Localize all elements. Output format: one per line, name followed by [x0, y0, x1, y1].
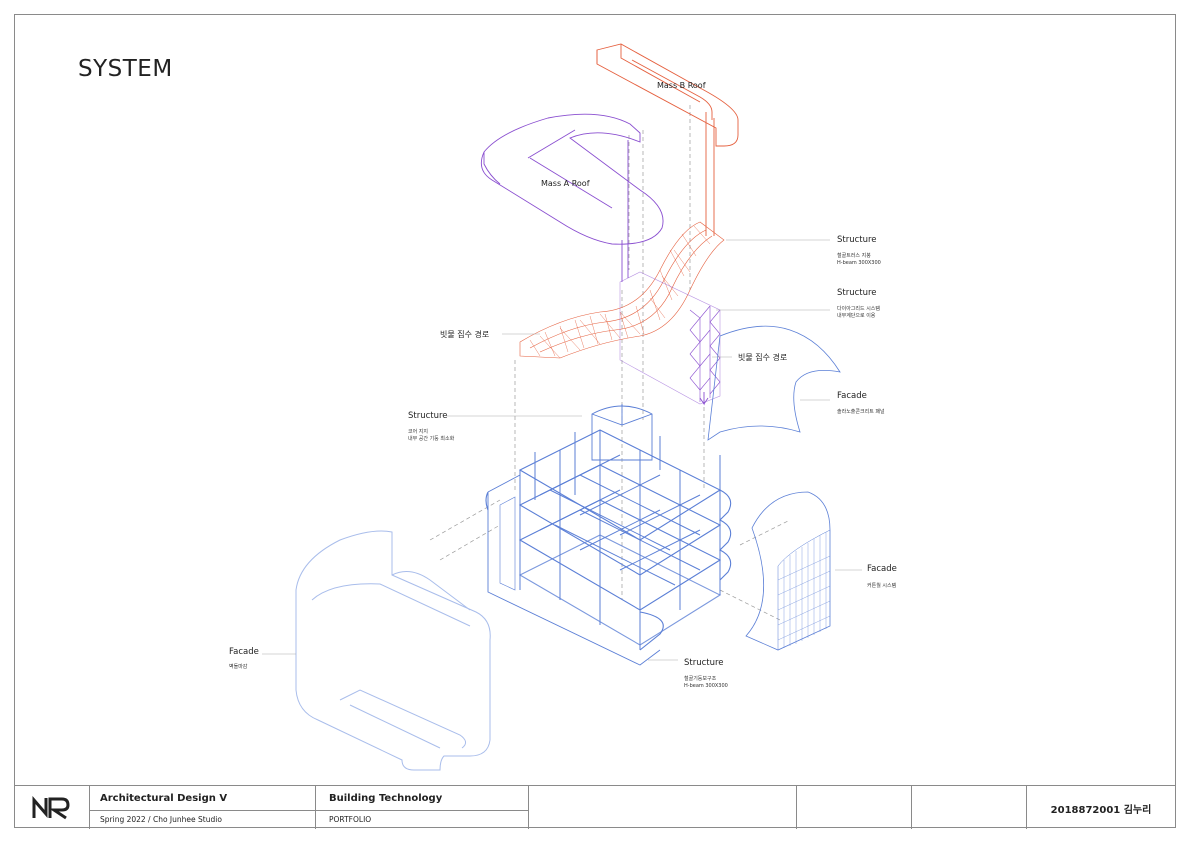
tb-divider [796, 786, 797, 829]
drawing-sheet [14, 14, 1176, 828]
structure-4-line1: 철골기둥보구조 [684, 676, 717, 682]
facade-1-line1: 솔라노출콘크리트 패널 [837, 409, 885, 415]
truss-roof [519, 221, 725, 359]
tb-divider [315, 786, 316, 829]
structure-4-title: Structure [684, 658, 724, 668]
facade-2-line1: 커튼월 시스템 [867, 583, 897, 589]
nr-logo-icon [32, 796, 70, 820]
tb-divider [89, 786, 90, 829]
main-frame [485, 429, 732, 666]
facade-panel [707, 325, 841, 441]
structure-1-line1: 철골트러스 지붕 [837, 253, 871, 259]
tb-divider [528, 786, 529, 829]
rain-path-right-label: 빗물 집수 경로 [738, 353, 788, 362]
facade-1-title: Facade [837, 391, 867, 401]
structure-2-title: Structure [837, 288, 877, 298]
subject-name: Building Technology [329, 793, 443, 804]
tb-divider [1026, 786, 1027, 829]
projection-lines [429, 105, 791, 621]
structure-3-line2: 내부 공간 기둥 최소화 [408, 436, 455, 442]
brick-facade-volume [295, 530, 491, 771]
course-term: Spring 2022 / Cho Junhee Studio [100, 815, 222, 824]
course-name: Architectural Design V [100, 793, 228, 804]
facade-3-title: Facade [229, 647, 259, 657]
curtain-wall-facade [745, 491, 831, 651]
leader-lines [262, 239, 862, 661]
structure-1-title: Structure [837, 235, 877, 245]
student-id-name: 2018872001 김누리 [1050, 805, 1152, 816]
page-title: SYSTEM [78, 56, 173, 82]
structure-2-line1: 다이아그리드 시스템 [837, 306, 880, 312]
title-block: Architectural Design V Spring 2022 / Cho… [14, 785, 1176, 829]
facade-2-title: Facade [867, 564, 897, 574]
core [591, 404, 653, 461]
diagrid-stair [619, 271, 721, 406]
structure-3-title: Structure [408, 411, 448, 421]
tb-divider [911, 786, 912, 829]
structure-1-line2: H-beam 300X300 [837, 260, 881, 266]
mass-a-roof-label: Mass A Roof [541, 179, 590, 188]
mass-b-roof-label: Mass B Roof [657, 81, 706, 90]
mass-b-roof [596, 43, 739, 236]
tb-row-divider [89, 810, 529, 811]
structure-4-line2: H-beam 300X300 [684, 683, 728, 689]
document-type: PORTFOLIO [329, 815, 372, 824]
facade-3-line1: 벽돌마감 [229, 664, 248, 670]
rain-path-left-label: 빗물 집수 경로 [440, 330, 490, 339]
mass-a-roof [480, 113, 664, 282]
structure-3-line1: 코어 지지 [408, 429, 428, 435]
structure-2-line2: 내부계단으로 이용 [837, 313, 876, 319]
